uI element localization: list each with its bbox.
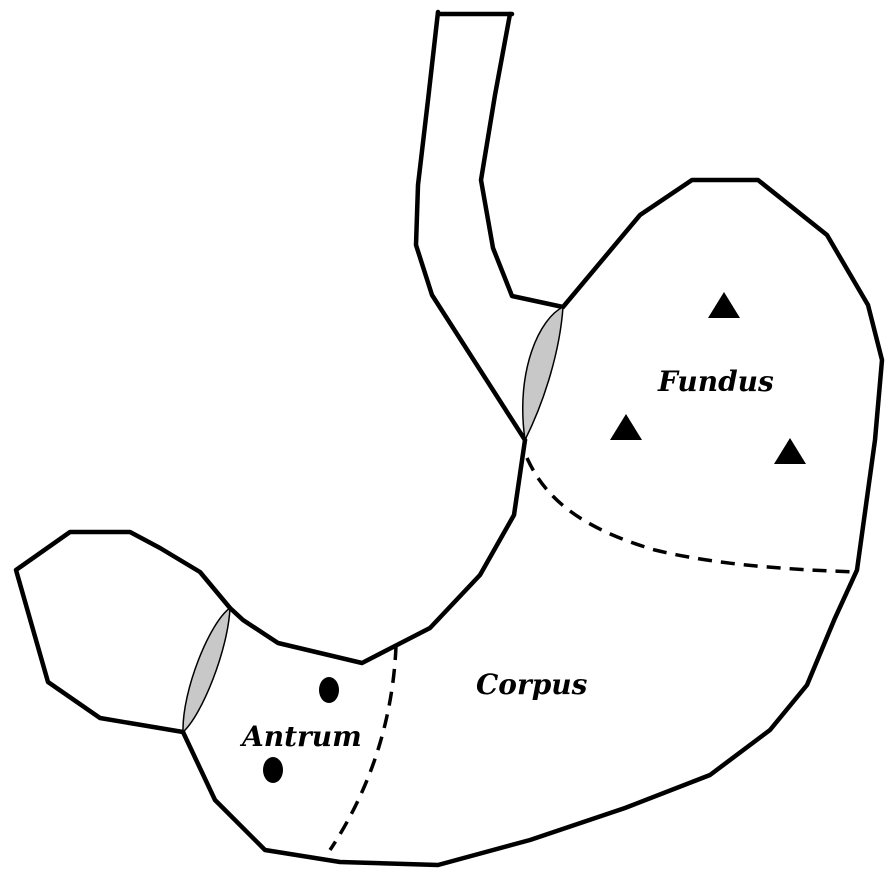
stomach-lesser-curvature	[230, 440, 525, 663]
stomach-greater-curvature	[183, 180, 882, 865]
fundus-triangle-marker	[610, 414, 642, 440]
cardia-sphincter	[523, 307, 563, 440]
pylorus-sphincter	[183, 608, 230, 732]
antrum-circle-marker	[263, 757, 283, 783]
antrum-label: Antrum	[239, 720, 362, 753]
antrum-circle-marker	[319, 677, 339, 703]
fundus-triangle-marker	[774, 438, 806, 464]
fundus-label: Fundus	[657, 365, 774, 398]
fundus-corpus-boundary	[527, 458, 857, 572]
esophagus-left-wall	[416, 12, 525, 440]
esophagus-right-wall	[481, 14, 563, 307]
fundus-triangle-marker	[708, 292, 740, 318]
corpus-label: Corpus	[476, 668, 588, 701]
